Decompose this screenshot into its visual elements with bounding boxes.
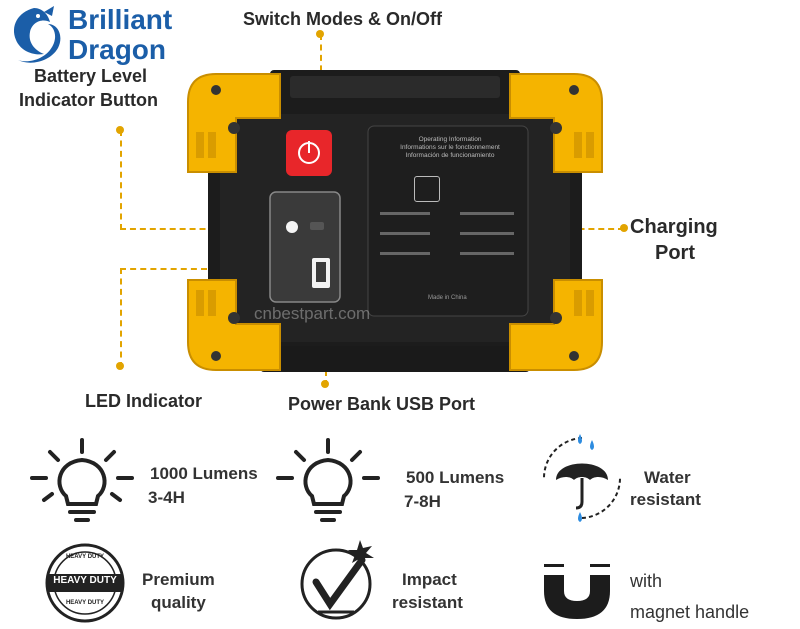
info-text-line bbox=[460, 212, 514, 215]
info-text-line bbox=[380, 252, 430, 255]
brand-logo: Brilliant Dragon bbox=[4, 2, 224, 72]
leader-dot bbox=[321, 380, 329, 388]
info-subtitle-es: Información de funcionamiento bbox=[405, 152, 495, 159]
work-light-illustration bbox=[187, 70, 603, 372]
bulb-icon bbox=[30, 438, 134, 522]
feature-water-line1: Water bbox=[644, 468, 691, 487]
feature-impact-line1: Impact bbox=[402, 570, 457, 589]
feature-500-runtime: 7-8H bbox=[404, 492, 441, 511]
bulb-icon bbox=[276, 438, 380, 522]
callout-charging-line2: Port bbox=[655, 242, 695, 264]
feature-water-line2: resistant bbox=[630, 490, 701, 509]
info-text-line bbox=[380, 212, 430, 215]
feature-500-lumens: 500 Lumens bbox=[406, 468, 505, 487]
leader-dot bbox=[316, 30, 324, 38]
feature-premium-line1: Premium bbox=[142, 570, 215, 589]
leader-dot bbox=[116, 126, 124, 134]
feature-1000-runtime: 3-4H bbox=[148, 488, 185, 507]
brand-name-line1: Brilliant bbox=[68, 4, 173, 35]
made-in-label: Made in China bbox=[428, 295, 467, 301]
feature-magnet-line1: with bbox=[630, 571, 663, 591]
leader-dot bbox=[620, 224, 628, 232]
brand-name-line2: Dragon bbox=[68, 34, 166, 65]
watermark: cnbestpart.com bbox=[254, 304, 371, 323]
umbrella-rain-icon bbox=[542, 434, 622, 522]
leader-line-battery-h bbox=[120, 228, 295, 230]
info-title: Operating Information bbox=[418, 136, 482, 143]
callout-switch: Switch Modes & On/Off bbox=[243, 9, 443, 29]
leader-line-battery bbox=[120, 130, 122, 230]
info-panel: Operating Information Informations sur l… bbox=[380, 136, 520, 160]
dragon-logo-icon bbox=[14, 6, 61, 63]
leader-dot bbox=[116, 362, 124, 370]
callout-battery-line2: Indicator Button bbox=[19, 90, 158, 110]
info-power-icon bbox=[414, 176, 440, 202]
magnet-icon bbox=[544, 564, 610, 619]
info-text-line bbox=[380, 232, 430, 235]
leader-line-led-h bbox=[120, 268, 288, 270]
info-subtitle-fr: Informations sur le fonctionnement bbox=[400, 144, 500, 151]
heavy-duty-badge-icon bbox=[45, 543, 125, 623]
callout-battery-line1: Battery Level bbox=[34, 66, 148, 86]
impact-check-icon bbox=[300, 540, 374, 620]
badge-text-top: HEAVY DUTY bbox=[65, 554, 105, 560]
leader-line-led bbox=[120, 268, 122, 368]
badge-text-bottom: HEAVY DUTY bbox=[65, 600, 105, 606]
feature-1000-lumens: 1000 Lumens bbox=[150, 464, 258, 483]
feature-premium-line2: quality bbox=[151, 593, 206, 612]
callout-charging-line1: Charging bbox=[630, 216, 718, 238]
callout-led: LED Indicator bbox=[85, 391, 203, 411]
info-text-line bbox=[460, 252, 514, 255]
feature-impact-line2: resistant bbox=[392, 593, 463, 612]
info-text-line bbox=[460, 232, 514, 235]
work-light-device: Operating Information Informations sur l… bbox=[180, 62, 610, 382]
badge-text-mid: HEAVY DUTY bbox=[53, 575, 117, 586]
feature-magnet-line2: magnet handle bbox=[630, 602, 750, 622]
callout-usb: Power Bank USB Port bbox=[288, 394, 476, 414]
